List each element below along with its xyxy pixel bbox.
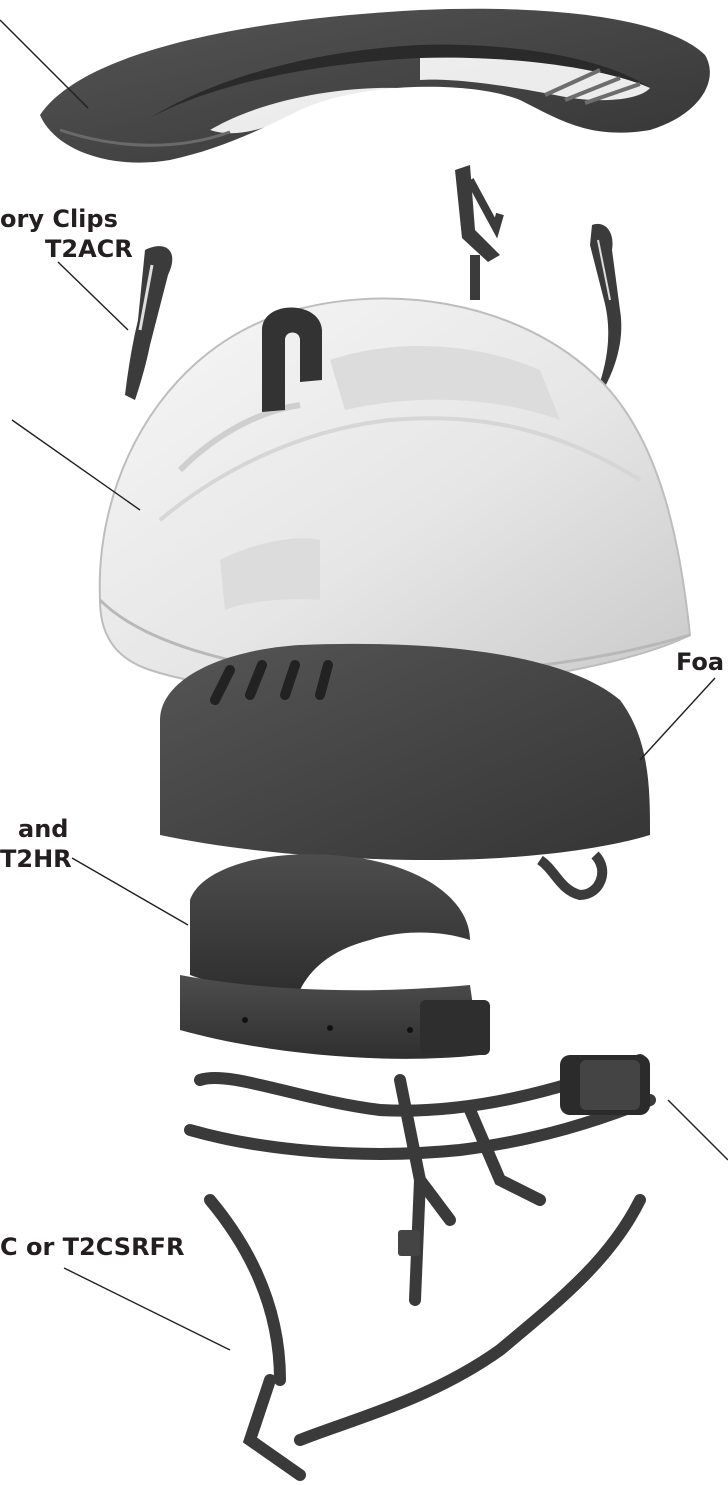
accessory-clip-right <box>590 224 621 392</box>
suspension-harness <box>190 1060 650 1475</box>
label-headband: and <box>18 815 68 844</box>
label-headband-code: T2HR <box>0 845 72 874</box>
strap-buckle <box>398 1230 420 1256</box>
comfort-headband <box>180 854 490 1059</box>
label-accessory-clips-code: T2ACR <box>45 235 133 264</box>
label-headband-line1: and <box>18 815 68 844</box>
brim-ring <box>40 9 710 163</box>
foam-liner <box>160 644 650 895</box>
label-foam: Foa <box>676 648 724 677</box>
label-accessory-clips: ory Clips <box>0 205 118 234</box>
label-headband-line2: T2HR <box>0 845 72 874</box>
helmet-shell <box>100 299 690 694</box>
accessory-clip-left <box>125 246 172 400</box>
label-accessory-clips-line2: T2ACR <box>45 235 133 264</box>
adjustment-dial <box>560 1055 650 1115</box>
label-chinstrap: C or T2CSRFR <box>0 1233 184 1262</box>
accessory-clip-top <box>455 165 500 300</box>
label-accessory-clips-line1: ory Clips <box>0 205 118 234</box>
